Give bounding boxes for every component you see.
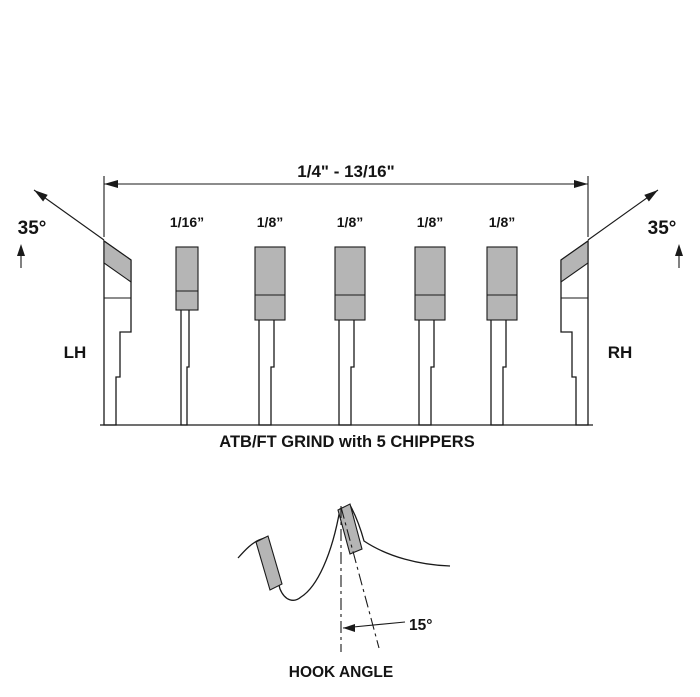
chipper-1-stem xyxy=(180,310,190,426)
chipper-size-labels: 1/16” 1/8” 1/8” 1/8” 1/8” xyxy=(170,214,515,230)
left-bevel-extension-line xyxy=(33,189,105,241)
left-angle-arrowhead xyxy=(17,244,25,256)
chipper-3 xyxy=(334,246,366,426)
hook-angle-arrowhead xyxy=(343,624,355,632)
chipper-2-size-label: 1/8” xyxy=(257,214,283,230)
right-bevel-arrowhead xyxy=(644,190,658,202)
dimension-arrowhead-right xyxy=(574,180,588,188)
left-bevel-arrowhead xyxy=(34,190,48,202)
rh-carbide-tip xyxy=(560,239,589,284)
chipper-1-size-label: 1/16” xyxy=(170,214,204,230)
hook-angle-value: 15° xyxy=(409,617,432,634)
chipper-3-carbide-block xyxy=(334,246,366,321)
dimension-arrowhead-left xyxy=(104,180,118,188)
chipper-5-carbide-block xyxy=(486,246,518,321)
chipper-4-carbide-block xyxy=(414,246,446,321)
chipper-5-stem xyxy=(490,320,507,426)
hook-angle-line xyxy=(340,506,380,649)
right-bevel-annotation: 35° xyxy=(587,189,683,268)
left-hand-label: LH xyxy=(64,343,87,362)
rh-tooth xyxy=(560,239,589,426)
chipper-2 xyxy=(254,246,286,426)
left-bevel-angle-label: 35° xyxy=(18,218,47,239)
right-angle-arrowhead xyxy=(675,244,683,256)
right-bevel-angle-label: 35° xyxy=(648,218,677,239)
lh-carbide-tip xyxy=(103,239,132,284)
chipper-5 xyxy=(486,246,518,426)
lh-tooth xyxy=(103,239,132,426)
dimension-label: 1/4" - 13/16" xyxy=(297,162,394,181)
detail-tooth-1-carbide-tip xyxy=(255,535,283,591)
chipper-2-carbide-block xyxy=(254,246,286,321)
hook-angle-detail: 15° xyxy=(237,503,451,652)
chipper-4-stem xyxy=(418,320,435,426)
hook-angle-caption: HOOK ANGLE xyxy=(289,664,393,681)
chipper-1 xyxy=(175,246,199,426)
grind-caption: ATB/FT GRIND with 5 CHIPPERS xyxy=(219,433,474,451)
right-bevel-extension-line xyxy=(587,189,659,241)
chipper-4-size-label: 1/8” xyxy=(417,214,443,230)
chipper-3-size-label: 1/8” xyxy=(337,214,363,230)
chipper-2-stem xyxy=(258,320,275,426)
left-bevel-annotation: 35° xyxy=(17,189,105,268)
chipper-5-size-label: 1/8” xyxy=(489,214,515,230)
width-dimension: 1/4" - 13/16" xyxy=(103,162,589,237)
chipper-3-stem xyxy=(338,320,355,426)
chipper-4 xyxy=(414,246,446,426)
chipper-1-carbide-block xyxy=(175,246,199,311)
right-hand-label: RH xyxy=(608,343,633,362)
